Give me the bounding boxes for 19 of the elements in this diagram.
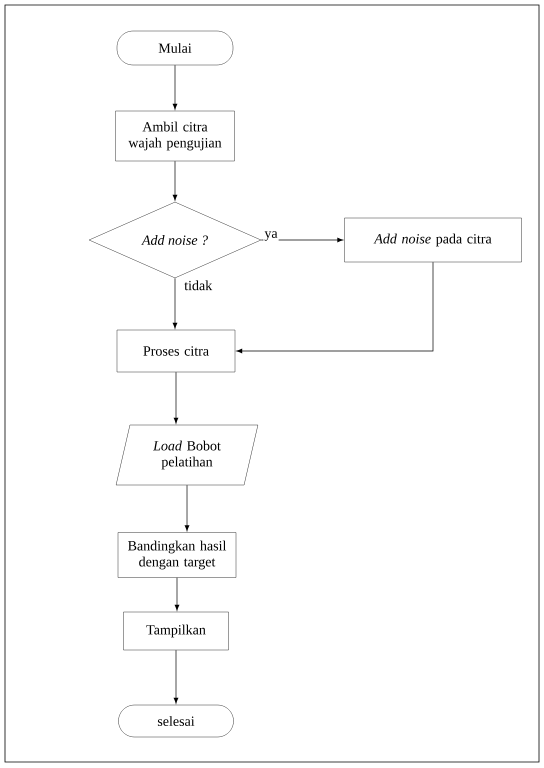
terminal-box: Mulai [116,30,234,66]
arrow [260,238,344,242]
arrow [172,160,178,201]
process-box: Proses citra [116,330,236,372]
arrow [172,64,178,110]
arrow [184,484,190,532]
edge-label: tidak [183,279,214,292]
arrow [172,278,178,329]
arrow [174,577,180,611]
process-box: Bandingkan hasil dengan target [118,532,236,578]
process-box: Add noise pada citra [344,218,522,262]
terminal-box: selesai [118,704,234,738]
edge-label: ya [263,230,279,242]
data-parallelogram: Load Bobot pelatihan [116,424,258,486]
process-box: Ambil citra wajah pengujian [115,110,235,162]
arrow [174,372,178,424]
process-box: Tampilkan [123,612,229,650]
arrow [236,262,434,354]
arrow [174,650,178,704]
